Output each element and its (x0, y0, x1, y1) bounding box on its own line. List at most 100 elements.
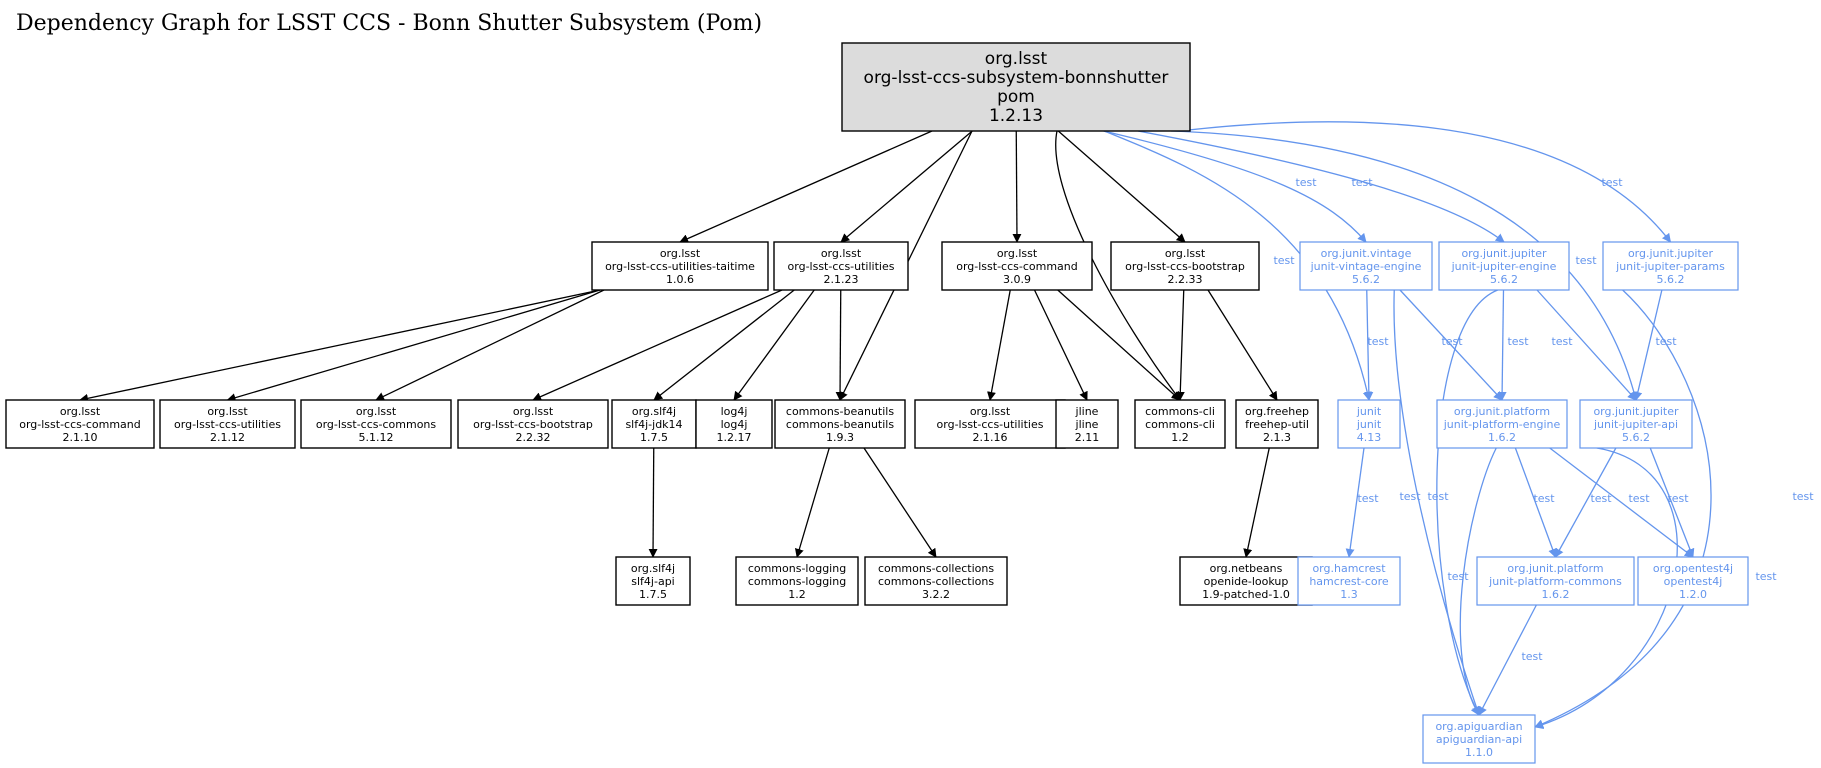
node-label-line: org-lsst-ccs-utilities (174, 418, 281, 431)
node-label-line: commons-logging (748, 575, 846, 588)
node-label-line: org-lsst-ccs-utilities (788, 260, 895, 273)
node-label-line: 2.1.12 (210, 431, 245, 444)
edge-taitime-command2110 (79, 289, 601, 403)
node-label-line: junit-platform-engine (1443, 418, 1561, 431)
node-label-line: commons-cli (1145, 418, 1215, 431)
edge-label-jupapi-opentest4j: test (1667, 492, 1689, 505)
edge-bootstrap2233-freehep (1207, 289, 1278, 401)
node-box (5, 399, 155, 449)
node-label-line: slf4j-jdk14 (625, 418, 682, 431)
node-taitime[interactable]: org.lsstorg-lsst-ccs-utilities-taitime1.… (591, 241, 769, 291)
node-root[interactable]: org.lsstorg-lsst-ccs-subsystem-bonnshutt… (841, 42, 1191, 132)
node-label-line: pom (997, 87, 1035, 107)
node-label-line: 1.0.6 (666, 273, 694, 286)
edge-taitime-commons5112 (375, 289, 605, 401)
node-label-line: commons-beanutils (786, 405, 894, 418)
edge-label-platengine-apiguardian: test (1447, 570, 1469, 583)
node-label-line: junit-platform-commons (1488, 575, 1622, 588)
node-label-line: log4j (721, 418, 748, 431)
edge-label-platengine-platcommons: test (1533, 492, 1555, 505)
node-label-line: org.lsst (513, 405, 554, 418)
edge-root-taitime (679, 130, 933, 243)
node-label-line: commons-cli (1145, 405, 1215, 418)
node-label-line: 1.1.0 (1465, 746, 1493, 759)
node-label-line: org.junit.jupiter (1461, 247, 1547, 260)
edge-root-junit (1104, 130, 1372, 401)
node-label-line: org.lsst (985, 49, 1048, 69)
node-box (611, 399, 697, 449)
node-label-line: 2.1.23 (824, 273, 859, 286)
node-label-line: 2.1.3 (1263, 431, 1291, 444)
node-label-line: 5.6.2 (1352, 273, 1380, 286)
node-jupengine[interactable]: org.junit.jupiterjunit-jupiter-engine5.6… (1438, 241, 1570, 291)
node-label-line: 1.6.2 (1542, 588, 1570, 601)
edge-label-platcommons-apiguardian: test (1521, 650, 1543, 663)
node-label-line: org.apiguardian (1435, 720, 1522, 733)
node-label-line: org-lsst-ccs-bootstrap (473, 418, 593, 431)
edge-root-utilities2123 (840, 130, 973, 243)
node-label-line: 2.2.32 (516, 431, 551, 444)
node-platengine[interactable]: org.junit.platformjunit-platform-engine1… (1436, 399, 1568, 449)
node-label-line: org-lsst-ccs-command (956, 260, 1078, 273)
edge-label-jupengine-apiguardian: test (1427, 490, 1449, 503)
node-jupparams[interactable]: org.junit.jupiterjunit-jupiter-params5.6… (1602, 241, 1739, 291)
node-box (841, 42, 1191, 132)
node-box (1337, 399, 1401, 449)
node-label-line: 2.1.16 (973, 431, 1008, 444)
edge-label-vintage-junit: test (1367, 335, 1389, 348)
edge-vintage-platengine (1399, 289, 1503, 401)
node-box (1297, 556, 1401, 606)
edge-utilities2123-bootstrap2232 (532, 289, 783, 401)
node-box (941, 241, 1093, 291)
node-label-line: org.netbeans (1210, 562, 1283, 575)
node-label-line: apiguardian-api (1436, 733, 1522, 746)
edge-label-jupparams-jupapi: test (1655, 335, 1677, 348)
node-label-line: 1.9-patched-1.0 (1202, 588, 1290, 601)
node-vintage[interactable]: org.junit.vintagejunit-vintage-engine5.6… (1299, 241, 1433, 291)
node-label-line: jline (1075, 418, 1099, 431)
node-label-line: org-lsst-ccs-commons (316, 418, 437, 431)
node-label-line: org.lsst (60, 405, 101, 418)
node-box (735, 556, 859, 606)
node-label-line: 5.1.12 (359, 431, 394, 444)
edge-jupengine-platengine (1497, 289, 1507, 401)
node-label-line: junit-vintage-engine (1310, 260, 1422, 273)
node-label-line: org.lsst (1165, 247, 1206, 260)
node-label-line: org.hamcrest (1312, 562, 1386, 575)
edge-platengine-apiguardian (1459, 447, 1497, 716)
edge-root-jupapi (1170, 130, 1639, 401)
edge-label-root-jupparams: test (1601, 176, 1623, 189)
node-label-line: org.junit.vintage (1321, 247, 1412, 260)
node-box (1579, 399, 1693, 449)
node-label-line: slf4j-api (631, 575, 674, 588)
node-platcommons[interactable]: org.junit.platformjunit-platform-commons… (1476, 556, 1635, 606)
node-label-line: 5.6.2 (1490, 273, 1518, 286)
node-label-line: 3.0.9 (1003, 273, 1031, 286)
node-label-line: 1.7.5 (639, 588, 667, 601)
edge-junit-hamcrest (1345, 447, 1365, 558)
node-openide[interactable]: org.netbeansopenide-lookup1.9-patched-1.… (1179, 556, 1313, 606)
node-collections[interactable]: commons-collectionscommons-collections3.… (864, 556, 1008, 606)
node-box (159, 399, 296, 449)
